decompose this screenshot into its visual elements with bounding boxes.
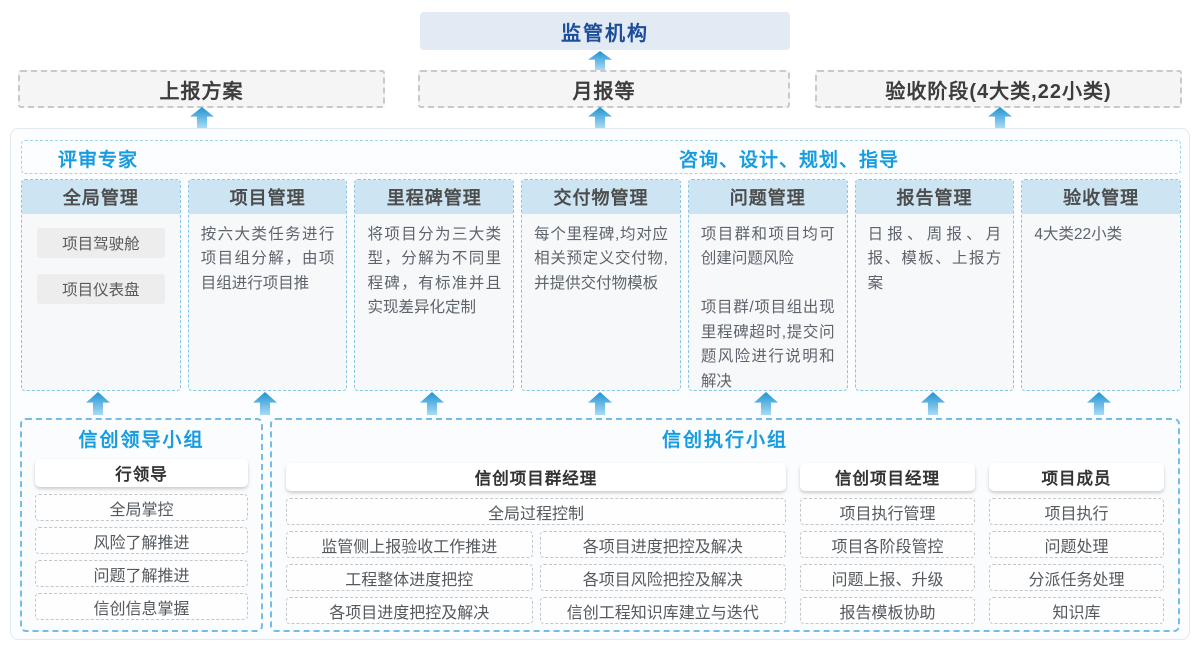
list-item: 项目执行管理 <box>800 498 975 525</box>
list-item: 各项目进度把控及解决 <box>286 597 533 624</box>
project-member-column: 项目成员 项目执行 问题处理 分派任务处理 知识库 <box>989 459 1164 630</box>
column-project-management: 项目管理 按六大类任务进行项目组分解，由项目组进行项目推 <box>187 179 348 391</box>
role-project-member: 项目成员 <box>989 463 1164 491</box>
list-item: 项目执行 <box>989 498 1164 525</box>
program-manager-column: 信创项目群经理 全局过程控制 监管侧上报验收工作推进 各项目进度把控及解决 工程… <box>286 459 786 630</box>
column-issue-management: 问题管理 项目群和项目均可创建问题风险 项目群/项目组出现里程碑超时,提交问题风… <box>687 179 848 391</box>
list-item: 全局掌控 <box>35 494 248 521</box>
arrow-up-icon <box>190 107 214 128</box>
arrow-up-icon <box>588 51 612 70</box>
column-title: 里程碑管理 <box>355 180 514 214</box>
column-title: 问题管理 <box>688 180 847 214</box>
column-title: 交付物管理 <box>522 180 680 214</box>
column-title: 项目管理 <box>188 180 347 214</box>
report-box-plan: 上报方案 <box>18 70 385 108</box>
list-item: 问题上报、升级 <box>800 564 975 591</box>
list-item: 全局过程控制 <box>286 498 786 525</box>
list-item: 监管侧上报验收工作推进 <box>286 531 533 558</box>
column-description: 将项目分为三大类型，分解为不同里程碑，有标准并且实现差异化定制 <box>367 226 502 317</box>
pill-project-cockpit: 项目驾驶舱 <box>36 228 165 258</box>
arrow-up-icon <box>588 107 612 128</box>
column-report-management: 报告管理 日报、周报、月报、模板、上报方案 <box>854 179 1015 391</box>
review-experts-label: 评审专家 <box>58 150 139 171</box>
list-item: 各项目风险把控及解决 <box>539 564 786 591</box>
column-description: 日报、周报、月报、模板、上报方案 <box>867 226 1002 292</box>
leader-group-title: 信创领导小组 <box>78 430 205 451</box>
program-manager-grid: 监管侧上报验收工作推进 各项目进度把控及解决 工程整体进度把控 各项目风险把控及… <box>286 531 786 630</box>
consulting-label: 咨询、设计、规划、指导 <box>679 150 900 171</box>
column-global-management: 全局管理 项目驾驶舱 项目仪表盘 <box>21 179 181 391</box>
column-title: 验收管理 <box>1022 180 1181 214</box>
platform-container: 评审专家 咨询、设计、规划、指导 全局管理 项目驾驶舱 项目仪表盘 项目管理 按… <box>10 128 1190 640</box>
management-columns: 全局管理 项目驾驶舱 项目仪表盘 项目管理 按六大类任务进行项目组分解，由项目组… <box>21 179 1182 391</box>
list-item: 各项目进度把控及解决 <box>539 531 786 558</box>
exec-group-title: 信创执行小组 <box>661 430 788 451</box>
column-description: 按六大类任务进行项目组分解，由项目组进行项目推 <box>200 226 335 292</box>
column-description: 项目群和项目均可创建问题风险 项目群/项目组出现里程碑超时,提交问题风险进行说明… <box>700 226 835 390</box>
column-title: 报告管理 <box>855 180 1014 214</box>
list-item: 分派任务处理 <box>989 564 1164 591</box>
report-box-monthly: 月报等 <box>418 70 790 108</box>
list-item: 问题处理 <box>989 531 1164 558</box>
leader-items: 全局掌控 风险了解推进 问题了解推进 信创信息掌握 <box>35 494 248 620</box>
report-box-acceptance: 验收阶段(4大类,22小类) <box>815 70 1182 108</box>
experts-band: 评审专家 咨询、设计、规划、指导 <box>21 140 1181 174</box>
role-bank-leadership: 行领导 <box>35 459 248 487</box>
leader-group-box: 信创领导小组 行领导 全局掌控 风险了解推进 问题了解推进 信创信息掌握 <box>20 418 263 632</box>
role-program-manager: 信创项目群经理 <box>286 463 786 491</box>
list-item: 风险了解推进 <box>35 527 248 554</box>
pill-project-dashboard: 项目仪表盘 <box>36 274 165 304</box>
column-description: 每个里程碑,均对应相关预定义交付物,并提供交付物模板 <box>534 226 668 292</box>
list-item: 信创信息掌握 <box>35 593 248 620</box>
column-deliverable-management: 交付物管理 每个里程碑,均对应相关预定义交付物,并提供交付物模板 <box>521 179 681 391</box>
column-milestone-management: 里程碑管理 将项目分为三大类型，分解为不同里程碑，有标准并且实现差异化定制 <box>354 179 515 391</box>
list-item: 报告模板协助 <box>800 597 975 624</box>
exec-group-box: 信创执行小组 信创项目群经理 全局过程控制 监管侧上报验收工作推进 各项目进度把… <box>270 418 1180 632</box>
list-item: 问题了解推进 <box>35 560 248 587</box>
project-manager-column: 信创项目经理 项目执行管理 项目各阶段管控 问题上报、升级 报告模板协助 <box>800 459 975 630</box>
list-item: 项目各阶段管控 <box>800 531 975 558</box>
list-item: 知识库 <box>989 597 1164 624</box>
column-description: 4大类22小类 <box>1034 226 1123 243</box>
regulator-box: 监管机构 <box>420 12 790 50</box>
column-title: 全局管理 <box>22 180 180 214</box>
list-item: 工程整体进度把控 <box>286 564 533 591</box>
exec-columns: 信创项目群经理 全局过程控制 监管侧上报验收工作推进 各项目进度把控及解决 工程… <box>286 459 1164 630</box>
role-project-manager: 信创项目经理 <box>800 463 975 491</box>
arrow-up-icon <box>988 107 1012 128</box>
list-item: 信创工程知识库建立与迭代 <box>539 597 786 624</box>
column-acceptance-management: 验收管理 4大类22小类 <box>1021 179 1182 391</box>
